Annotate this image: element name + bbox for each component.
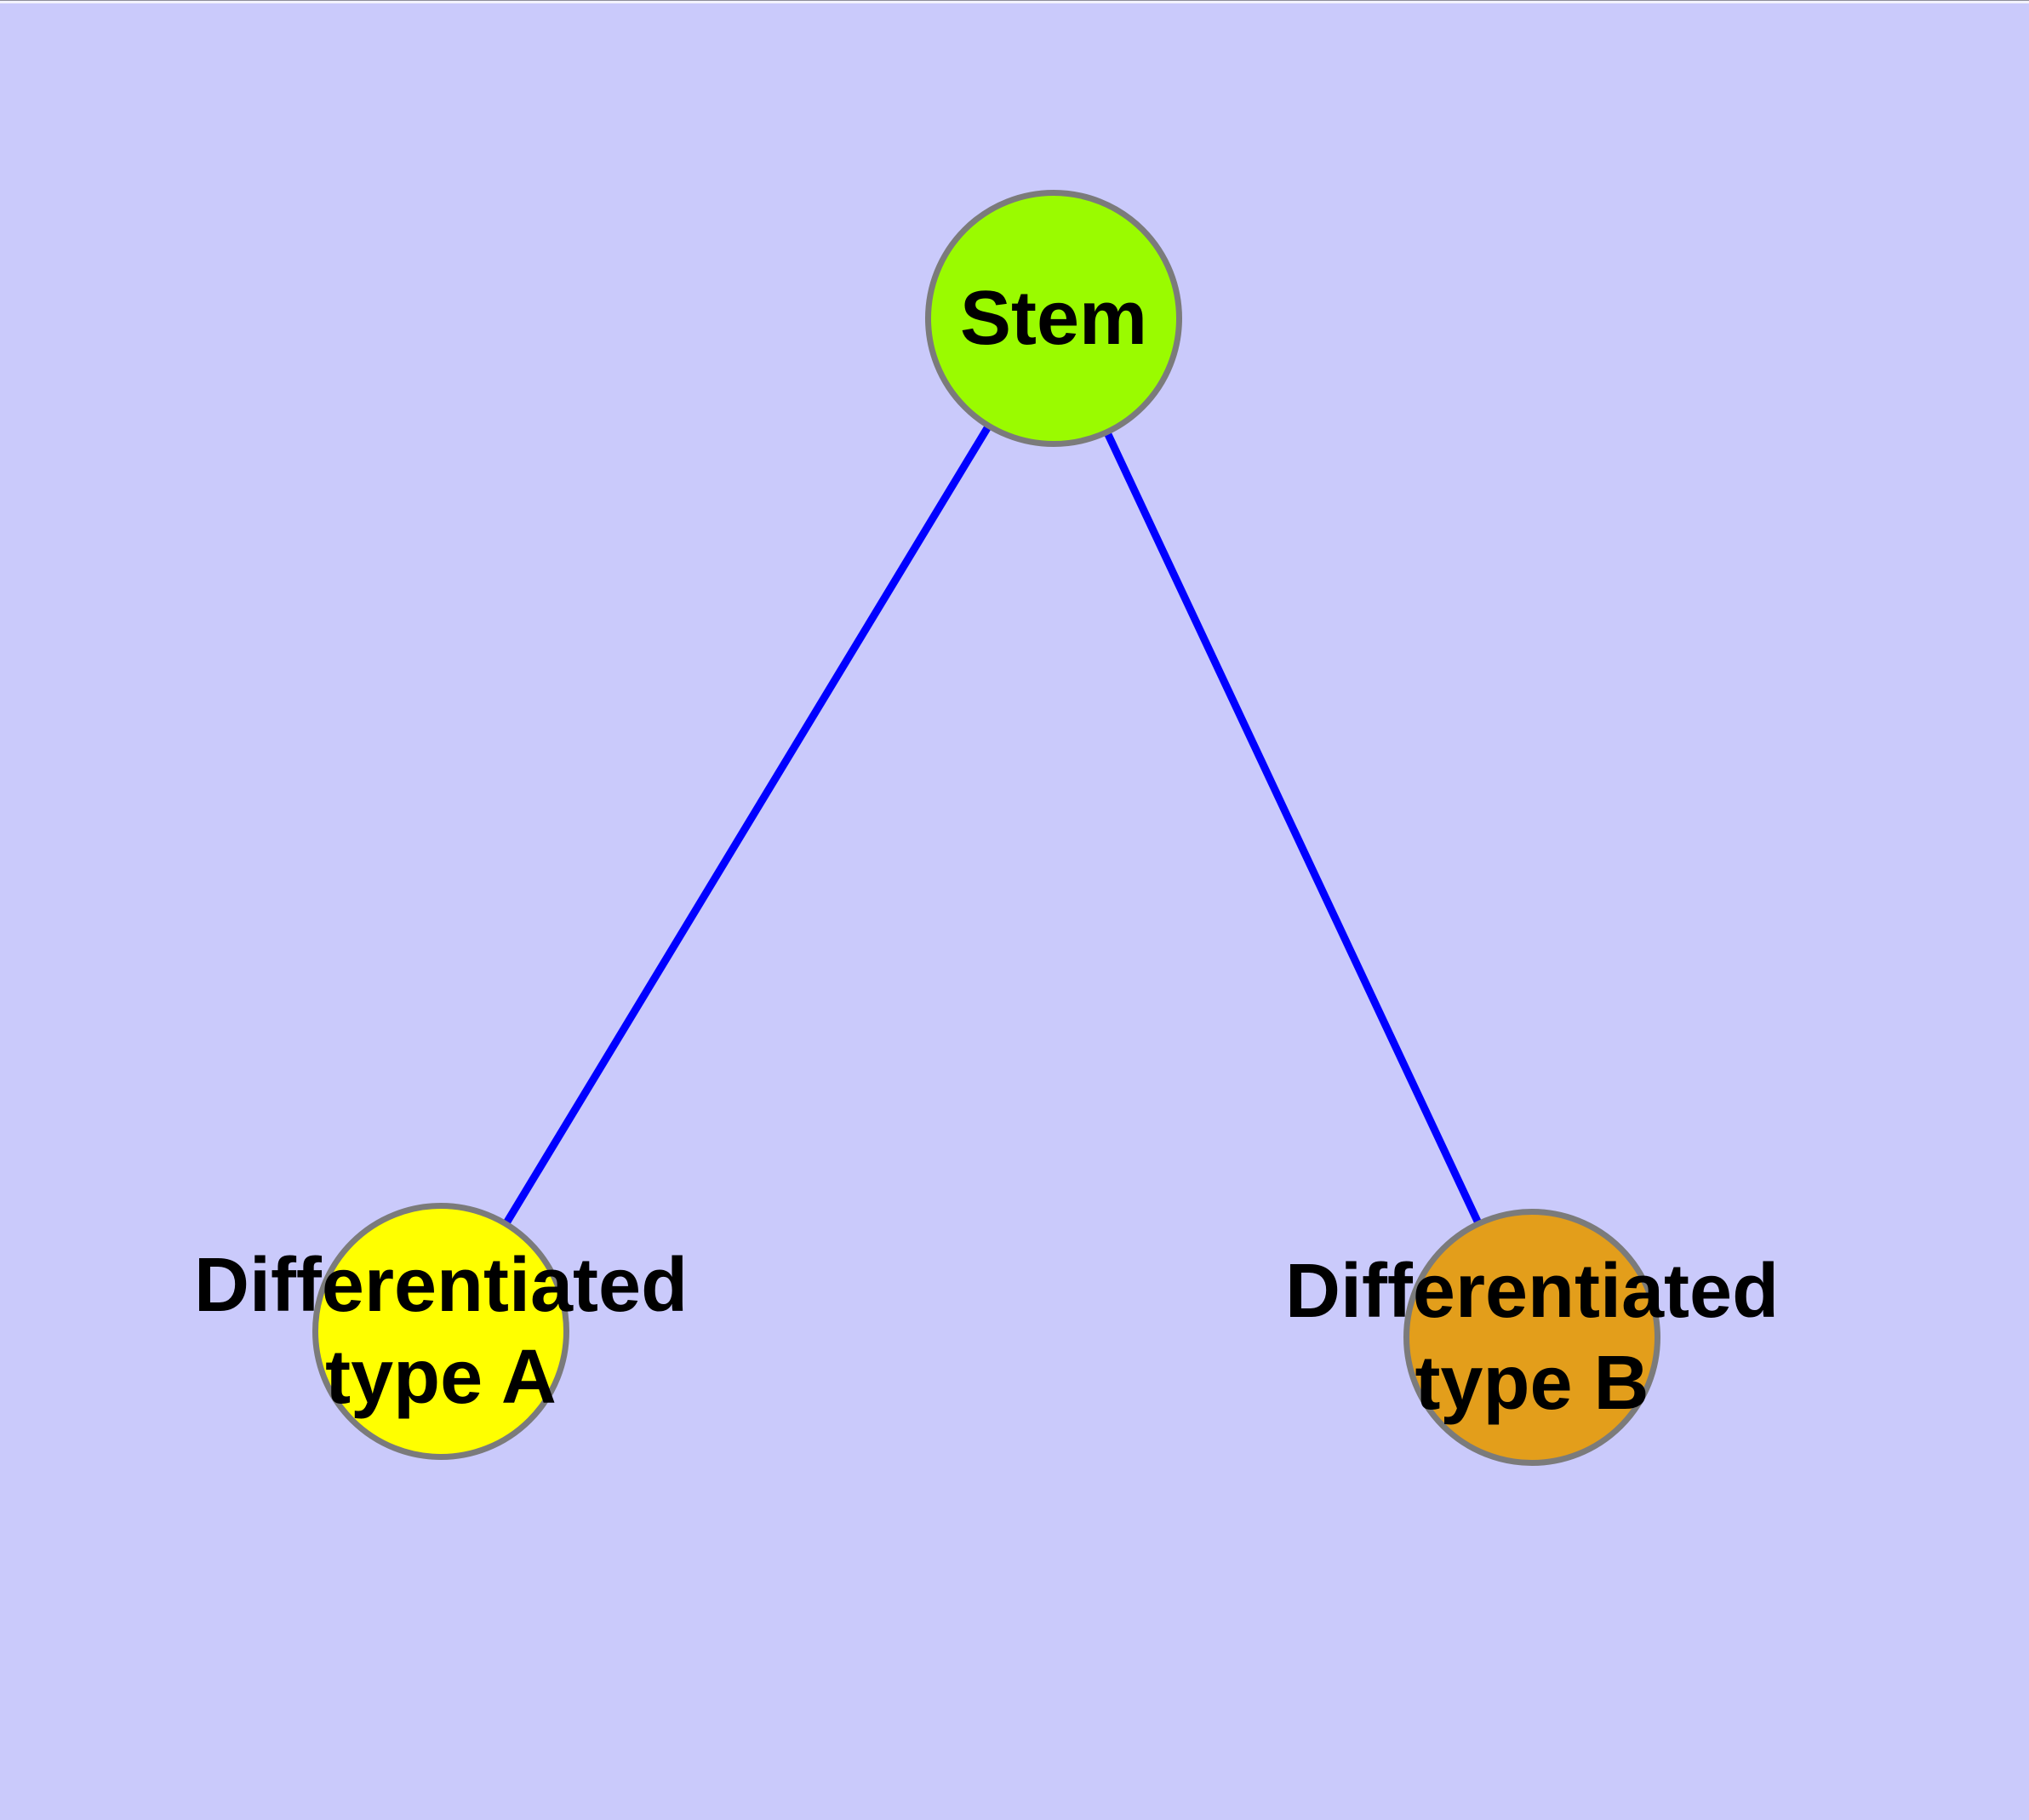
node-differentiated-type-b: Differentiated type B [1285, 1209, 1779, 1466]
node-type-b-circle [1403, 1209, 1660, 1466]
node-type-b-label: Differentiated type B [1284, 1249, 1780, 1426]
node-stem: Stem [925, 190, 1182, 447]
node-stem-label: Stem [959, 276, 1148, 361]
node-type-a-label: Differentiated type A [193, 1243, 689, 1420]
edge-stem-to-type-a [437, 316, 1057, 1334]
node-stem-circle [925, 190, 1182, 447]
edge-stem-to-type-b [1049, 317, 1536, 1339]
node-differentiated-type-a: Differentiated type A [194, 1203, 688, 1460]
window-edge-artifact [0, 0, 2029, 3]
node-type-a-circle [312, 1203, 569, 1460]
